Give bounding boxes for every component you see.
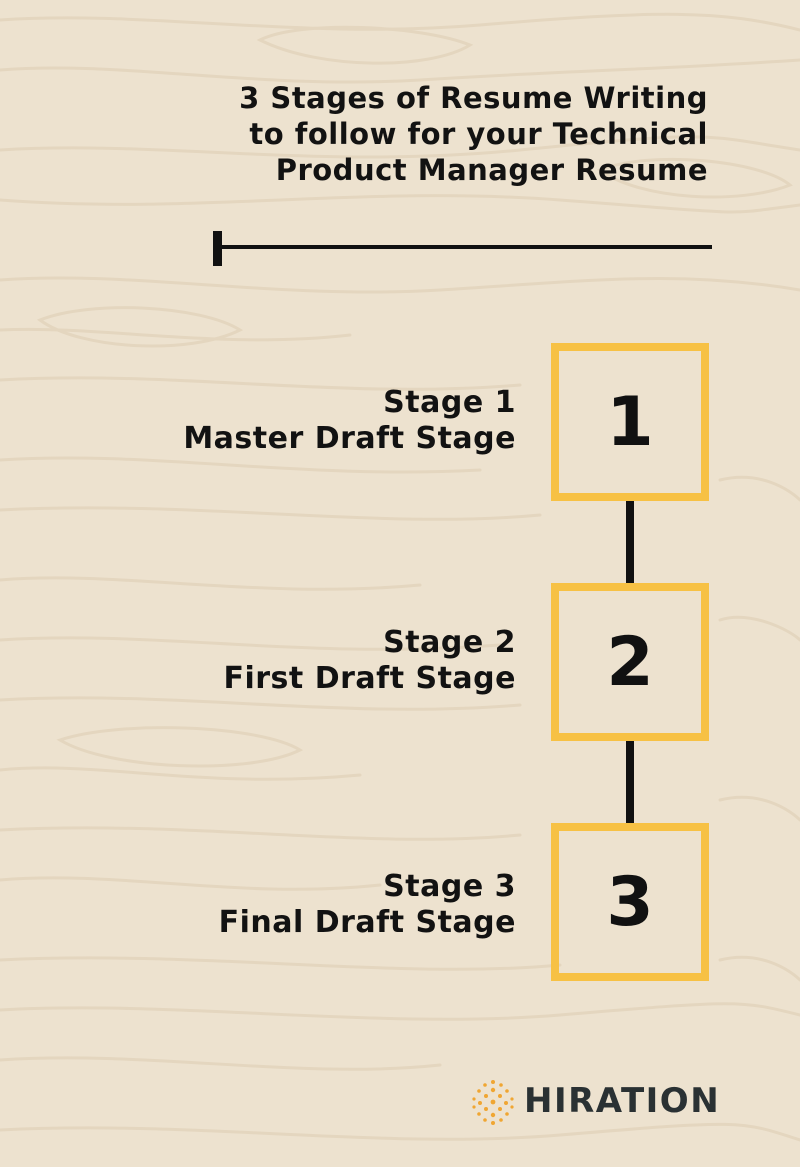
stage-1-label: Stage 1 Master Draft Stage	[56, 385, 516, 457]
stage-2-name: Stage 2	[383, 625, 516, 660]
stage-2-box: 2	[551, 583, 709, 741]
stage-1-name: Stage 1	[383, 385, 516, 420]
hiration-dots-logo-icon	[472, 1080, 514, 1125]
stage-2-description: First Draft Stage	[223, 661, 516, 696]
divider-line	[216, 245, 712, 249]
stage-3-description: Final Draft Stage	[218, 905, 516, 940]
title-line-3: Product Manager Resume	[275, 153, 708, 187]
stage-1-description: Master Draft Stage	[183, 421, 516, 456]
title-line-1: 3 Stages of Resume Writing	[239, 81, 708, 115]
stage-2-label: Stage 2 First Draft Stage	[56, 625, 516, 697]
stage-2-number: 2	[606, 622, 654, 702]
stage-3-name: Stage 3	[383, 869, 516, 904]
stage-1-box: 1	[551, 343, 709, 501]
stage-3-label: Stage 3 Final Draft Stage	[56, 869, 516, 941]
stage-3-box: 3	[551, 823, 709, 981]
connector-2-3	[626, 741, 634, 825]
title-line-2: to follow for your Technical	[249, 117, 708, 151]
connector-1-2	[626, 501, 634, 585]
stage-3-number: 3	[606, 862, 654, 942]
hiration-wordmark: HIRATION	[524, 1081, 721, 1121]
page-title: 3 Stages of Resume Writing to follow for…	[88, 80, 708, 188]
hiration-logo: HIRATION	[470, 1077, 720, 1127]
stage-1-number: 1	[606, 382, 654, 462]
